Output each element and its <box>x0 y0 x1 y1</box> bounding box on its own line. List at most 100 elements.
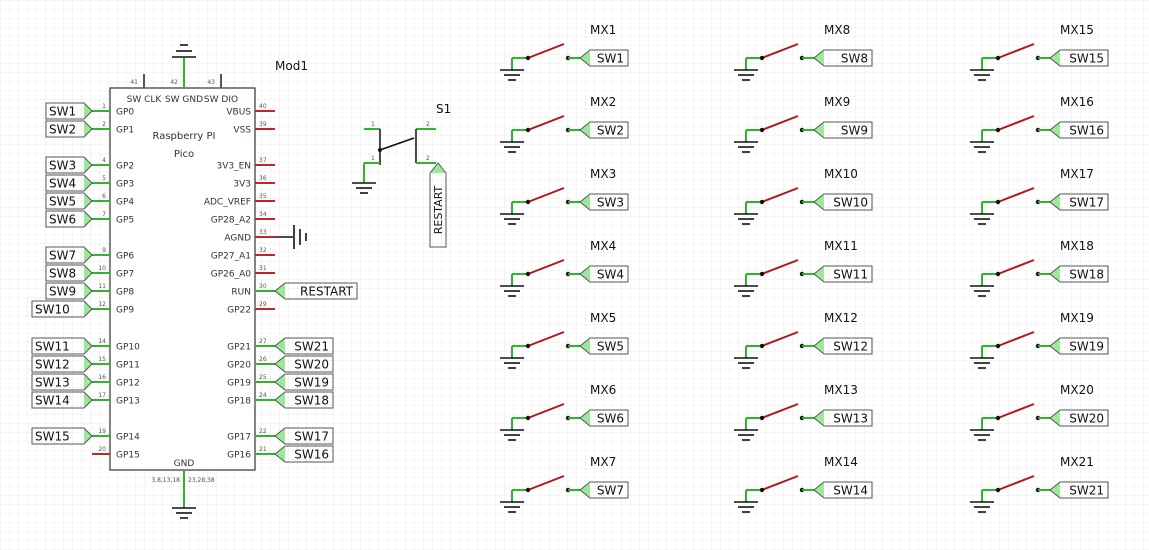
net-label-text: SW16 <box>1069 124 1104 138</box>
net-label-outline <box>31 337 93 355</box>
net-label-outline <box>45 282 93 300</box>
net-label-text: SW18 <box>1069 268 1104 282</box>
pin-name: VBUS <box>226 108 251 118</box>
switch-contact <box>995 415 1001 421</box>
pin-number: 31 <box>259 265 267 272</box>
net-label-text: SW2 <box>49 123 76 137</box>
net-label: SW9 <box>813 121 873 139</box>
switch-ref: MX4 <box>590 239 616 253</box>
net-label-text: SW17 <box>294 430 329 444</box>
switch-ref: MX9 <box>824 95 850 109</box>
net-label-outline <box>1049 193 1109 211</box>
net-label-outline <box>45 246 93 264</box>
pin-name: GP4 <box>116 198 134 208</box>
net-label-tab <box>275 428 285 444</box>
net-label: SW9 <box>45 282 93 300</box>
net-label-outline <box>813 337 873 355</box>
net-label: SW7 <box>45 246 93 264</box>
switch-arm <box>527 187 565 203</box>
net-label-outline <box>45 264 93 282</box>
switch-ref: MX15 <box>1060 23 1094 37</box>
net-label-outline <box>579 265 629 283</box>
switch-contact <box>525 55 531 61</box>
net-label-text: SW12 <box>833 340 868 354</box>
net-label: SW11 <box>813 265 873 283</box>
net-label: SW8 <box>813 49 873 67</box>
net-label: SW3 <box>579 193 629 211</box>
pin-number: 15 <box>98 356 106 363</box>
net-label-text: SW11 <box>35 340 70 354</box>
net-label-tab <box>84 121 92 137</box>
pin-number: 24 <box>259 392 267 399</box>
switch-ref: MX14 <box>824 455 858 469</box>
pin-name: VSS <box>233 126 251 136</box>
switch-contact <box>995 127 1001 133</box>
pin-name: GP11 <box>116 361 140 371</box>
net-label-tab <box>1050 410 1060 426</box>
switch-arm <box>997 115 1035 131</box>
net-label-tab <box>580 122 590 138</box>
pin-number: 17 <box>98 392 106 399</box>
net-label-tab <box>1050 266 1060 282</box>
pin-number: 39 <box>259 121 267 128</box>
pin-name: GP10 <box>116 343 140 353</box>
switch-arm <box>527 403 565 419</box>
net-label-text: SW15 <box>1069 52 1104 66</box>
pin-number: 36 <box>259 175 267 182</box>
net-label: SW1 <box>45 102 93 120</box>
net-label-outline <box>579 49 629 67</box>
switch-arm <box>527 259 565 275</box>
net-label: SW21 <box>1049 481 1109 499</box>
pin-name: GP2 <box>116 162 134 172</box>
net-label-text: SW16 <box>294 448 329 462</box>
module-name-2: Pico <box>174 149 194 160</box>
pin-number: 11 <box>98 283 106 290</box>
net-label-tab <box>1050 50 1060 66</box>
pin-name: GP6 <box>116 252 134 262</box>
net-label-tab <box>814 50 824 66</box>
net-label-outline <box>813 265 873 283</box>
net-label-outline <box>1049 337 1109 355</box>
net-label-outline <box>31 373 93 391</box>
pin-number: 42 <box>170 79 178 86</box>
net-label: SW14 <box>31 391 93 409</box>
pin-number: 10 <box>98 265 106 272</box>
pin-number: 25 <box>259 374 267 381</box>
net-label-tab <box>84 103 92 119</box>
net-label-tab <box>275 283 285 299</box>
switch-contact <box>759 55 765 61</box>
net-label: SW6 <box>45 210 93 228</box>
pin-number: 19 <box>98 428 106 435</box>
net-label: SW16 <box>274 445 334 463</box>
pin-number: 9 <box>102 247 106 254</box>
pin-name: GP21 <box>227 343 251 353</box>
net-label: SW10 <box>31 300 93 318</box>
net-label-tab <box>84 392 92 408</box>
net-label-tab <box>84 338 92 354</box>
net-label-text: SW2 <box>597 124 624 138</box>
pin-number: 20 <box>98 446 106 453</box>
pin-number: 29 <box>259 301 267 308</box>
pin-number: 4 <box>102 157 106 164</box>
switch-contact <box>759 127 765 133</box>
net-label-text: SW17 <box>1069 196 1104 210</box>
switch-ref: MX8 <box>824 23 850 37</box>
net-label: SW21 <box>274 337 334 355</box>
net-label-tab <box>84 356 92 372</box>
net-label-text: SW6 <box>597 412 624 426</box>
net-label-outline <box>813 481 873 499</box>
net-label-text: SW11 <box>833 268 868 282</box>
pin-name: GP16 <box>227 451 251 461</box>
pin-number: 2 <box>426 121 430 128</box>
net-label: SW18 <box>1049 265 1109 283</box>
net-label-outline <box>274 355 334 373</box>
pin-number: 5 <box>102 175 106 182</box>
